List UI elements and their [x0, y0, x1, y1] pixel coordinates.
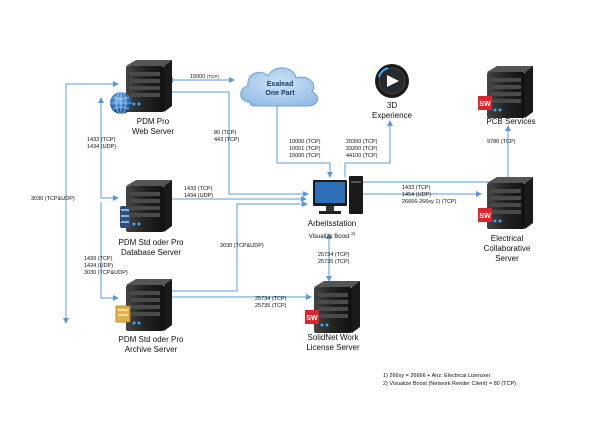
- node-workstation: Arbeitsstation Visualize Boost 2): [300, 219, 364, 242]
- port-line: 25735 (TCP): [255, 303, 287, 309]
- footnotes: 1) 266xy = 26666 + Anz. Electrical Lizen…: [383, 372, 516, 388]
- node-label-line: Exalead: [266, 81, 294, 88]
- server-tower-icon: [126, 60, 172, 112]
- port-line: 1434 (UDP): [87, 144, 117, 150]
- port-line: 1433 (TCP): [84, 256, 113, 262]
- node-label-line: Server: [495, 254, 519, 263]
- node-label-line: Experience: [371, 111, 413, 120]
- server-tower-icon: [126, 180, 172, 232]
- port-web-exalead: 15000 (TCP): [190, 73, 219, 81]
- footnote: 1) 266xy = 26666 + Anz. Electrical Lizen…: [383, 373, 491, 379]
- node-label-line: PDM Std oder Pro: [118, 238, 184, 247]
- 3dexperience-compass-icon: [375, 64, 409, 98]
- solidworks-logo-icon: SW: [478, 96, 492, 110]
- node-electrical-server: Electrical Collaborative Server: [474, 234, 540, 264]
- node-label-line: PDM Pro: [136, 117, 170, 126]
- svg-text:SW: SW: [306, 315, 318, 322]
- port-line: 1434 (UDP): [84, 263, 114, 269]
- port-left-3030: 3030 (TCP&UDP): [31, 196, 75, 203]
- port-line: 80 (TCP): [214, 130, 237, 136]
- port-line: 1433 (TCP): [87, 137, 116, 143]
- solidworks-logo-icon: SW: [305, 310, 319, 324]
- port-line: 25734 (TCP): [255, 296, 287, 302]
- footnote-ref: 2): [351, 231, 356, 236]
- line-archive-ws: [168, 201, 308, 292]
- port-line: 3030 (TCP&UDP): [220, 243, 264, 249]
- port-db-archive: 1433 (TCP) 1434 (UDP) 3030 (TCP&UDP): [84, 256, 128, 277]
- port-line: 1433 (TCP): [402, 185, 431, 191]
- server-tower-icon: [487, 66, 533, 118]
- port-archive-ws: 3030 (TCP&UDP): [220, 243, 264, 250]
- server-tower-icon: [487, 177, 533, 229]
- node-pcb-services: PCB Services: [476, 117, 546, 127]
- port-pcb-ws: 9780 (TCP): [487, 139, 515, 146]
- node-3d-experience: 3D Experience: [362, 101, 422, 121]
- node-sublabel: Visualize Boost: [308, 234, 350, 240]
- port-line: 1434 (UDP): [184, 193, 214, 199]
- port-exp-ws: 20300 (TCP) 33200 (TCP) 44100 (TCP): [346, 139, 378, 160]
- node-label-line: License Server: [306, 343, 360, 352]
- node-label-line: Archive Server: [124, 345, 178, 354]
- port-line: 9780 (TCP): [487, 139, 516, 145]
- node-label-line: Visualize Boost 2): [300, 229, 364, 242]
- line-exalead-ws: [274, 100, 333, 178]
- port-web-ws: 80 (TCP) 443 (TCP): [214, 130, 239, 144]
- port-line: 33200 (TCP): [346, 146, 378, 152]
- port-line: 25735 (TCP): [318, 259, 350, 265]
- node-solidnet-license-server: SolidNet Work License Server: [298, 333, 368, 353]
- port-web-db: 1433 (TCP) 1434 (UDP): [87, 137, 116, 151]
- port-line: 1454 (UDP): [402, 192, 432, 198]
- line-web-ws: [172, 91, 309, 197]
- port-line: 443 (TCP): [214, 137, 240, 143]
- disk-stack-icon: [120, 206, 130, 228]
- globe-icon: [110, 91, 132, 115]
- footnote: 2) Visualize Boost (Network Render Clien…: [383, 381, 517, 387]
- node-label-line: PDM Std oder Pro: [118, 335, 184, 344]
- port-line: 20300 (TCP): [346, 139, 378, 145]
- port-line: 25734 (TCP): [318, 252, 350, 258]
- port-protocol: (TCP): [206, 74, 219, 79]
- node-pdm-database-server: PDM Std oder Pro Database Server: [108, 238, 194, 258]
- solidworks-logo-icon: SW: [478, 208, 492, 222]
- port-archive-solidnet: 25734 (TCP) 25735 (TCP): [255, 296, 287, 310]
- node-pdm-archive-server: PDM Std oder Pro Archive Server: [108, 335, 194, 355]
- server-tower-icon: [126, 279, 172, 331]
- node-label-line: SolidNet Work: [307, 333, 359, 342]
- archive-box-icon: [115, 305, 131, 323]
- port-ws-solidnet: 25734 (TCP) 25735 (TCP): [318, 252, 350, 266]
- node-exalead: Exalead One Part: [248, 80, 312, 98]
- node-label-line: One Part: [265, 90, 295, 97]
- node-label-line: Web Server: [131, 127, 175, 136]
- node-label-line: Database Server: [120, 248, 182, 257]
- port-line: 15000 (TCP): [289, 153, 321, 159]
- port-line: 3030 (TCP&UDP): [31, 196, 75, 202]
- port-line: 44100 (TCP): [346, 153, 378, 159]
- line-web-db: [98, 97, 119, 201]
- node-label-line: Electrical: [490, 234, 524, 243]
- port-line: 26666-266xy 1) (TCP): [402, 199, 457, 205]
- line-exp-ws: [344, 120, 393, 177]
- line-left-3030: [63, 81, 119, 324]
- node-label-line: 3D: [386, 101, 398, 110]
- node-label-line: Arbeitsstation: [307, 219, 357, 228]
- node-label-line: PCB Services: [486, 117, 536, 126]
- port-ws-electrical: 1433 (TCP) 1454 (UDP) 26666-266xy 1) (TC…: [402, 185, 456, 206]
- workstation-pc-icon: [313, 176, 363, 214]
- port-exalead-ws: 10000 (TCP) 10001 (TCP) 15000 (TCP): [289, 139, 321, 160]
- node-label-line: Collaborative: [483, 244, 531, 253]
- line-db-archive: [100, 202, 119, 301]
- port-db-ws: 1433 (TCP) 1434 (UDP): [184, 186, 213, 200]
- cloud-icon: [240, 67, 319, 107]
- server-tower-icon: [314, 281, 360, 333]
- port-line: 1433 (TCP): [184, 186, 213, 192]
- node-pdm-web-server: PDM Pro Web Server: [118, 117, 188, 137]
- svg-text:SW: SW: [479, 101, 491, 108]
- port-line: 10001 (TCP): [289, 146, 321, 152]
- svg-text:SW: SW: [479, 213, 491, 220]
- port-line: 3030 (TCP&UDP): [84, 270, 128, 276]
- port-line: 10000 (TCP): [289, 139, 321, 145]
- port-value: 15000: [190, 74, 206, 80]
